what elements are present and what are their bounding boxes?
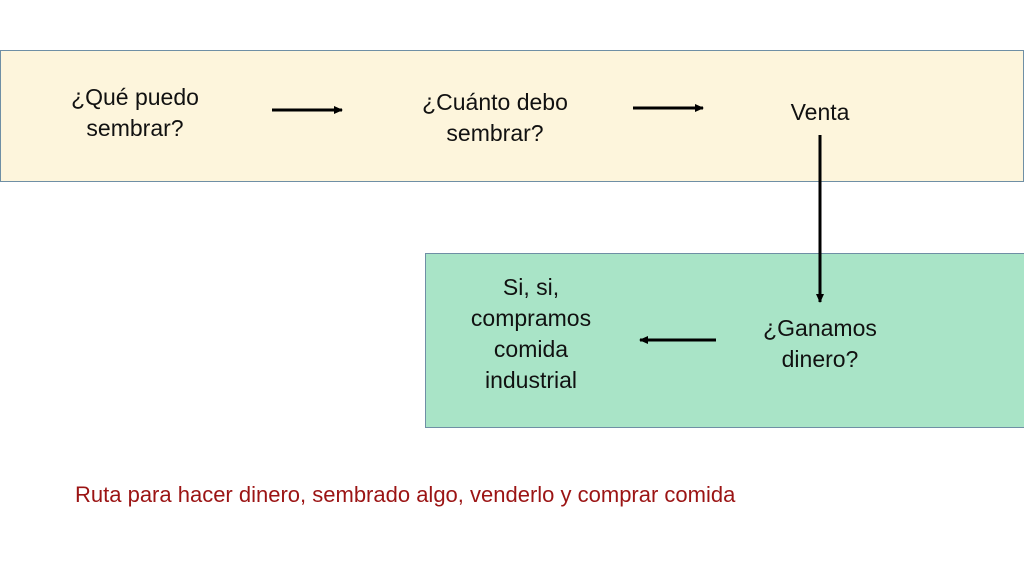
node-que-puedo-sembrar: ¿Qué puedo sembrar? — [71, 84, 199, 141]
route-caption: Ruta para hacer dinero, sembrado algo, v… — [75, 482, 736, 507]
node-cuanto-debo-sembrar: ¿Cuánto debo sembrar? — [422, 89, 568, 146]
top-band — [0, 50, 1024, 182]
node-venta: Venta — [790, 99, 850, 125]
bottom-band — [425, 253, 1024, 428]
node-compramos-comida: Si, si, compramos comida industrial — [470, 274, 592, 393]
node-ganamos-dinero: ¿Ganamos dinero? — [763, 315, 877, 372]
